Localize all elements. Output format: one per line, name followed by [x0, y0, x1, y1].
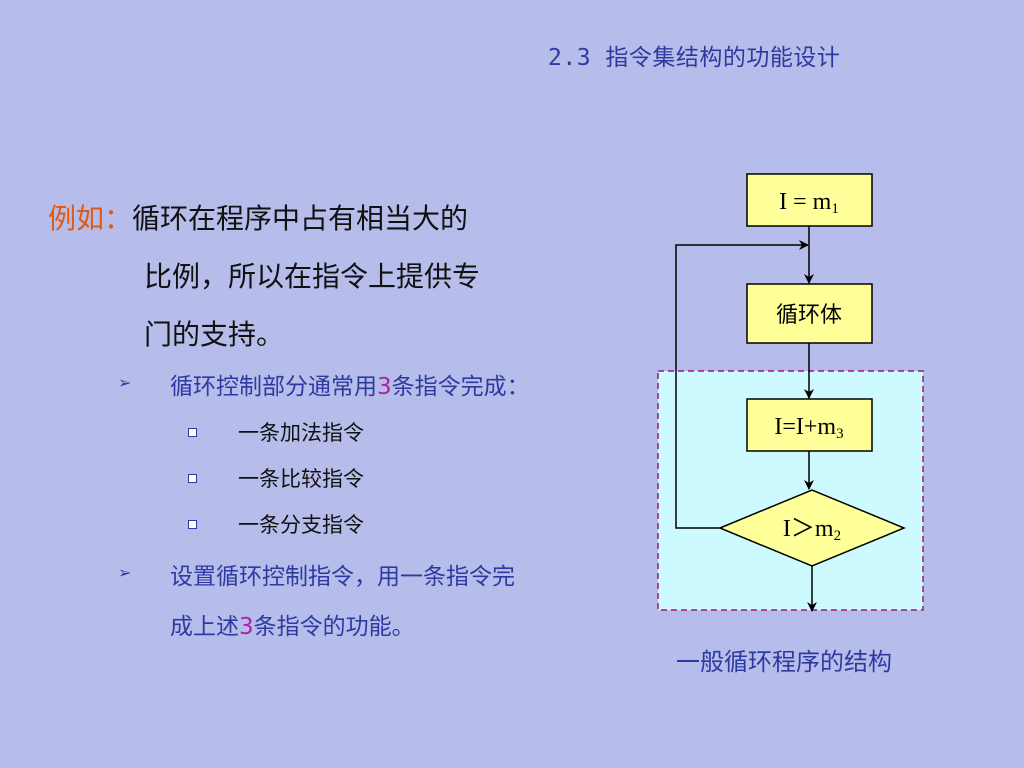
bullet-item-2-line-1: 设置循环控制指令，用一条指令完 [170, 564, 515, 590]
loop-body-box [746, 283, 873, 344]
intro-line-2: 比例，所以在指令上提供专 [144, 260, 481, 293]
sub-item-2: 一条比较指令 [238, 467, 364, 491]
diagram-caption: 一般循环程序的结构 [676, 648, 892, 676]
intro-line-3: 门的支持。 [144, 318, 285, 351]
intro-lead: 例如： [48, 202, 133, 235]
sub-item-3: 一条分支指令 [238, 513, 364, 537]
bullet-1-number: 3 [377, 374, 392, 400]
arrow-loop-back [675, 240, 809, 529]
bullet-item-1: 循环控制部分通常用3条指令完成： [170, 367, 530, 401]
sub-item-1: 一条加法指令 [238, 421, 364, 445]
bullet-1-text-a: 循环控制部分通常用 [170, 374, 377, 400]
intro-line-1: 循环在程序中占有相当大的 [132, 202, 469, 235]
increment-box [746, 398, 873, 452]
bullet-item-2-line-2: 成上述3条指令的功能。 [170, 607, 415, 641]
bullet-2-text-a: 成上述 [170, 614, 239, 640]
bullet-1-text-b: 条指令完成： [391, 374, 530, 400]
increment-box-label: I=I+m3 [774, 414, 843, 442]
condition-label: I＞m2 [783, 516, 841, 544]
loop-body-label: 循环体 [776, 303, 842, 328]
bullet-2-number: 3 [239, 614, 254, 640]
init-box [746, 173, 873, 227]
bullet-2-text-b: 条指令的功能。 [253, 614, 415, 640]
slide-title: 2.3 指令集结构的功能设计 [548, 45, 841, 71]
init-box-label: I = m1 [779, 189, 839, 217]
square-bullet-icon [188, 474, 197, 483]
bullet-arrow-icon: ➢ [118, 563, 132, 582]
square-bullet-icon [188, 520, 197, 529]
square-bullet-icon [188, 428, 197, 437]
bullet-arrow-icon: ➢ [118, 373, 132, 392]
condition-diamond [718, 489, 906, 567]
intro-paragraph: 例如：循环在程序中占有相当大的 比例，所以在指令上提供专 门的支持。 [48, 190, 608, 364]
